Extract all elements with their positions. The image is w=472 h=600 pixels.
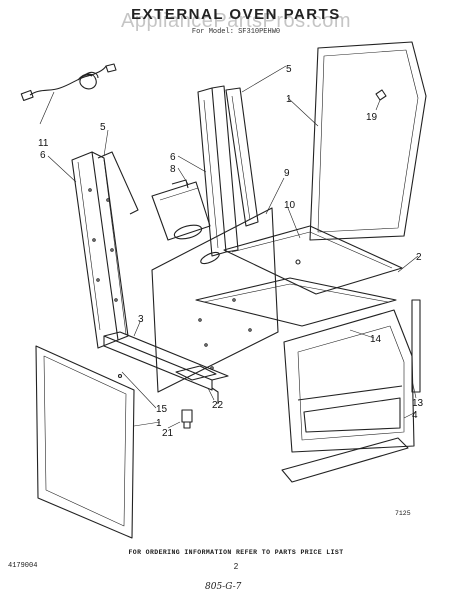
diagram-code: 7125 [395, 510, 411, 517]
page-title: EXTERNAL OVEN PARTS [131, 6, 341, 23]
ordering-note: FOR ORDERING INFORMATION REFER TO PARTS … [128, 549, 344, 556]
front-door-part [35, 345, 135, 539]
callout-5-left: 5 [100, 122, 106, 133]
callout-15: 15 [156, 404, 168, 415]
document-number: 4179004 [8, 562, 38, 570]
callout-21: 21 [162, 428, 174, 439]
page-number: 2 [233, 562, 239, 571]
callout-19: 19 [366, 112, 378, 123]
callout-10: 10 [284, 200, 296, 211]
handwritten-note: 805-G-7 [205, 582, 242, 592]
callout-9: 9 [284, 168, 290, 179]
callout-22: 22 [212, 400, 224, 411]
side-trim-part [411, 299, 421, 393]
leveling-leg-part [181, 409, 193, 429]
rear-channel-part [197, 85, 259, 257]
callout-1-top: 1 [286, 94, 292, 105]
callout-4: 4 [412, 410, 418, 421]
model-subtitle: For Model: SF310PEHW0 [191, 28, 281, 36]
callout-2: 2 [416, 252, 422, 263]
top-panel-part [223, 225, 403, 295]
callout-labels: 11 5 6 6 8 5 1 19 9 10 2 14 13 4 3 15 1 … [38, 64, 424, 439]
callout-3: 3 [138, 314, 144, 325]
frame-part [309, 41, 427, 241]
callout-11: 11 [38, 138, 49, 149]
oven-vent-part [151, 179, 211, 241]
kick-plate-part [281, 437, 409, 483]
callout-5-right: 5 [286, 64, 292, 75]
drawer-front-part [283, 309, 415, 453]
storage-top-part [195, 277, 397, 327]
left-side-panel-part [71, 151, 139, 349]
callout-8: 8 [170, 164, 176, 175]
callout-6-left: 6 [40, 150, 46, 161]
callout-6-right: 6 [170, 152, 176, 163]
callout-13: 13 [412, 398, 424, 409]
leader-lines [39, 65, 419, 429]
callout-1-bottom: 1 [156, 418, 162, 429]
base-rail-part [103, 331, 229, 404]
watermark-text: AppliancePartsPros.com [121, 10, 351, 32]
callout-14: 14 [370, 334, 382, 345]
power-cord-part [20, 63, 117, 102]
